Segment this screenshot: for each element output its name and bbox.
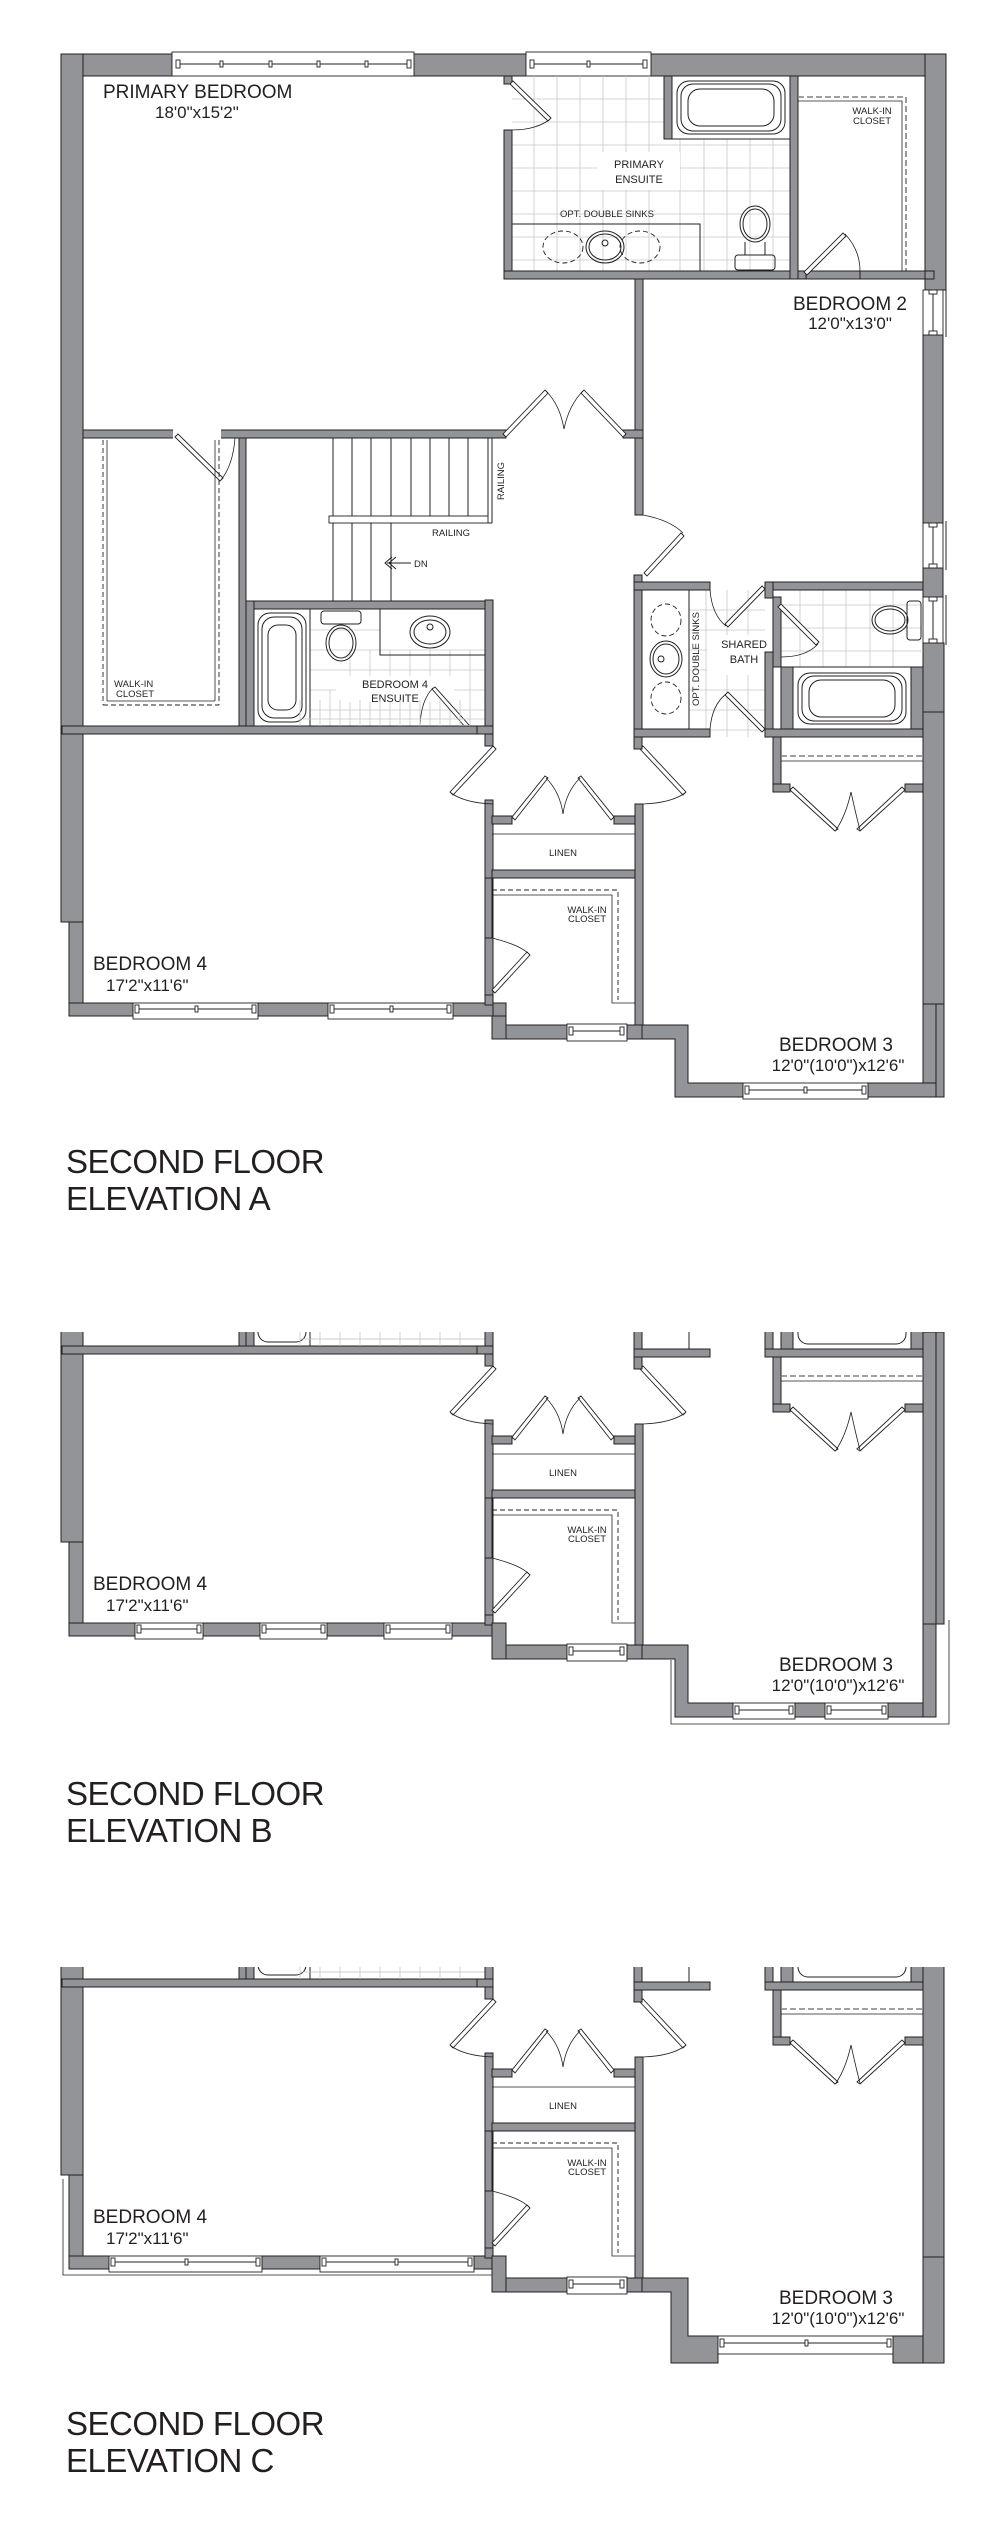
bedroom3-label-b: BEDROOM 3: [779, 1655, 893, 1676]
bedroom2-dims: 12'0"x13'0": [808, 314, 892, 333]
opt-double-sinks-note: OPT. DOUBLE SINKS: [560, 209, 654, 220]
railing-label-vertical: RAILING: [496, 462, 507, 500]
window-primary-bedroom: [171, 51, 415, 77]
wic-b4-label-1-b: WALK-IN: [567, 1525, 606, 1536]
title-c-line2: ELEVATION C: [66, 2442, 274, 2479]
shared-bath-label-2: BATH: [730, 654, 759, 666]
toilet-icon: [871, 600, 922, 641]
bedroom4-ensuite: BEDROOM 4 ENSUITE: [245, 600, 494, 735]
bedroom4-dims-c: 17'2"x11'6": [106, 2229, 189, 2248]
wic-b4-label-2-b: CLOSET: [568, 1534, 606, 1545]
bedroom3-dims-c: 12'0"(10'0")x12'6": [772, 2309, 905, 2328]
window-bedroom2-side: [922, 288, 947, 645]
bedroom3-label-c: BEDROOM 3: [779, 2288, 893, 2309]
wic-b4-label-1: WALK-IN: [567, 905, 606, 916]
bedroom4-label-c: BEDROOM 4: [93, 2207, 207, 2228]
window-primary-ensuite: [525, 51, 652, 77]
title-elevation-c: SECOND FLOOR ELEVATION C: [66, 2405, 325, 2479]
primary-ensuite-label-2: ENSUITE: [615, 174, 663, 186]
linen-label-c: LINEN: [549, 2101, 577, 2112]
sink-icon: [585, 230, 625, 264]
plan-elevation-c: LINEN WALK-IN CLOSET BEDROOM 4 17'2"x11'…: [60, 1967, 945, 2364]
bedroom4-label: BEDROOM 4: [93, 954, 207, 975]
sink-icon: [649, 640, 683, 678]
title-elevation-a: SECOND FLOOR ELEVATION A: [66, 1143, 325, 1217]
bedroom3-label: BEDROOM 3: [779, 1035, 893, 1056]
railing-label-horizontal: RAILING: [432, 528, 470, 539]
wic-primary-label-1: WALK-IN: [114, 679, 153, 690]
bedroom4-bottom-wall-a: [68, 994, 937, 1100]
shared-bath-label-1: SHARED: [721, 639, 767, 651]
title-b-line2: ELEVATION B: [66, 1812, 273, 1849]
title-c-line1: SECOND FLOOR: [66, 2405, 325, 2442]
plan-elevation-b: LINEN WALK-IN CLOSET BEDROOM 4 17'2"x11'…: [60, 1332, 950, 1725]
linen-label-b: LINEN: [549, 1468, 577, 1479]
primary-ensuite-label-1: PRIMARY: [614, 159, 665, 171]
wic-primary-label-2: CLOSET: [116, 689, 154, 700]
bathtub-icon: [797, 672, 907, 725]
stair-direction-label: DN: [414, 559, 428, 570]
toilet-icon: [734, 205, 776, 271]
wic-b4-label-2: CLOSET: [568, 914, 606, 925]
bedroom4-dims: 17'2"x11'6": [106, 976, 189, 995]
wic-b2-label-2: CLOSET: [853, 116, 891, 127]
bathtub-icon: [676, 80, 786, 135]
walk-in-closet-primary: WALK-IN CLOSET: [102, 433, 247, 735]
sink-icon: [409, 615, 451, 649]
walk-in-closet-bedroom2: WALK-IN CLOSET: [797, 96, 926, 280]
primary-bedroom-dims: 18'0"x15'2": [155, 103, 239, 122]
linen-label: LINEN: [549, 848, 577, 859]
shared-bath: OPT. DOUBLE SINKS SHARED BATH: [633, 574, 924, 738]
bathtub-icon: [257, 612, 307, 723]
wic-b2-label-1: WALK-IN: [852, 106, 891, 117]
arrow-left-icon: [384, 556, 411, 570]
wic-b4-label-1-c: WALK-IN: [567, 2158, 606, 2169]
toilet-icon: [320, 610, 362, 662]
primary-ensuite: PRIMARY ENSUITE OPT. DOUBLE SINKS: [503, 75, 935, 280]
primary-bedroom-label: PRIMARY BEDROOM: [103, 82, 292, 103]
bedroom3-dims-b: 12'0"(10'0")x12'6": [772, 1676, 905, 1695]
shared-bath-sinks-note: OPT. DOUBLE SINKS: [691, 612, 702, 706]
title-elevation-b: SECOND FLOOR ELEVATION B: [66, 1775, 325, 1849]
bedroom3-dims: 12'0"(10'0")x12'6": [772, 1056, 905, 1075]
wic-b4-label-2-c: CLOSET: [568, 2167, 606, 2178]
title-a-line2: ELEVATION A: [66, 1180, 271, 1217]
bedroom4-ensuite-label-2: ENSUITE: [371, 693, 419, 705]
title-b-line1: SECOND FLOOR: [66, 1775, 325, 1812]
plan-elevation-a: PRIMARY ENSUITE OPT. DOUBLE SINKS WALK-I…: [60, 51, 947, 1100]
bedroom4-dims-b: 17'2"x11'6": [106, 1596, 189, 1615]
bedroom2-label: BEDROOM 2: [793, 294, 907, 315]
bedroom4-ensuite-label-1: BEDROOM 4: [362, 679, 428, 691]
bedroom4-label-b: BEDROOM 4: [93, 1574, 207, 1595]
staircase: RAILING RAILING DN: [328, 438, 507, 601]
title-a-line1: SECOND FLOOR: [66, 1143, 325, 1180]
